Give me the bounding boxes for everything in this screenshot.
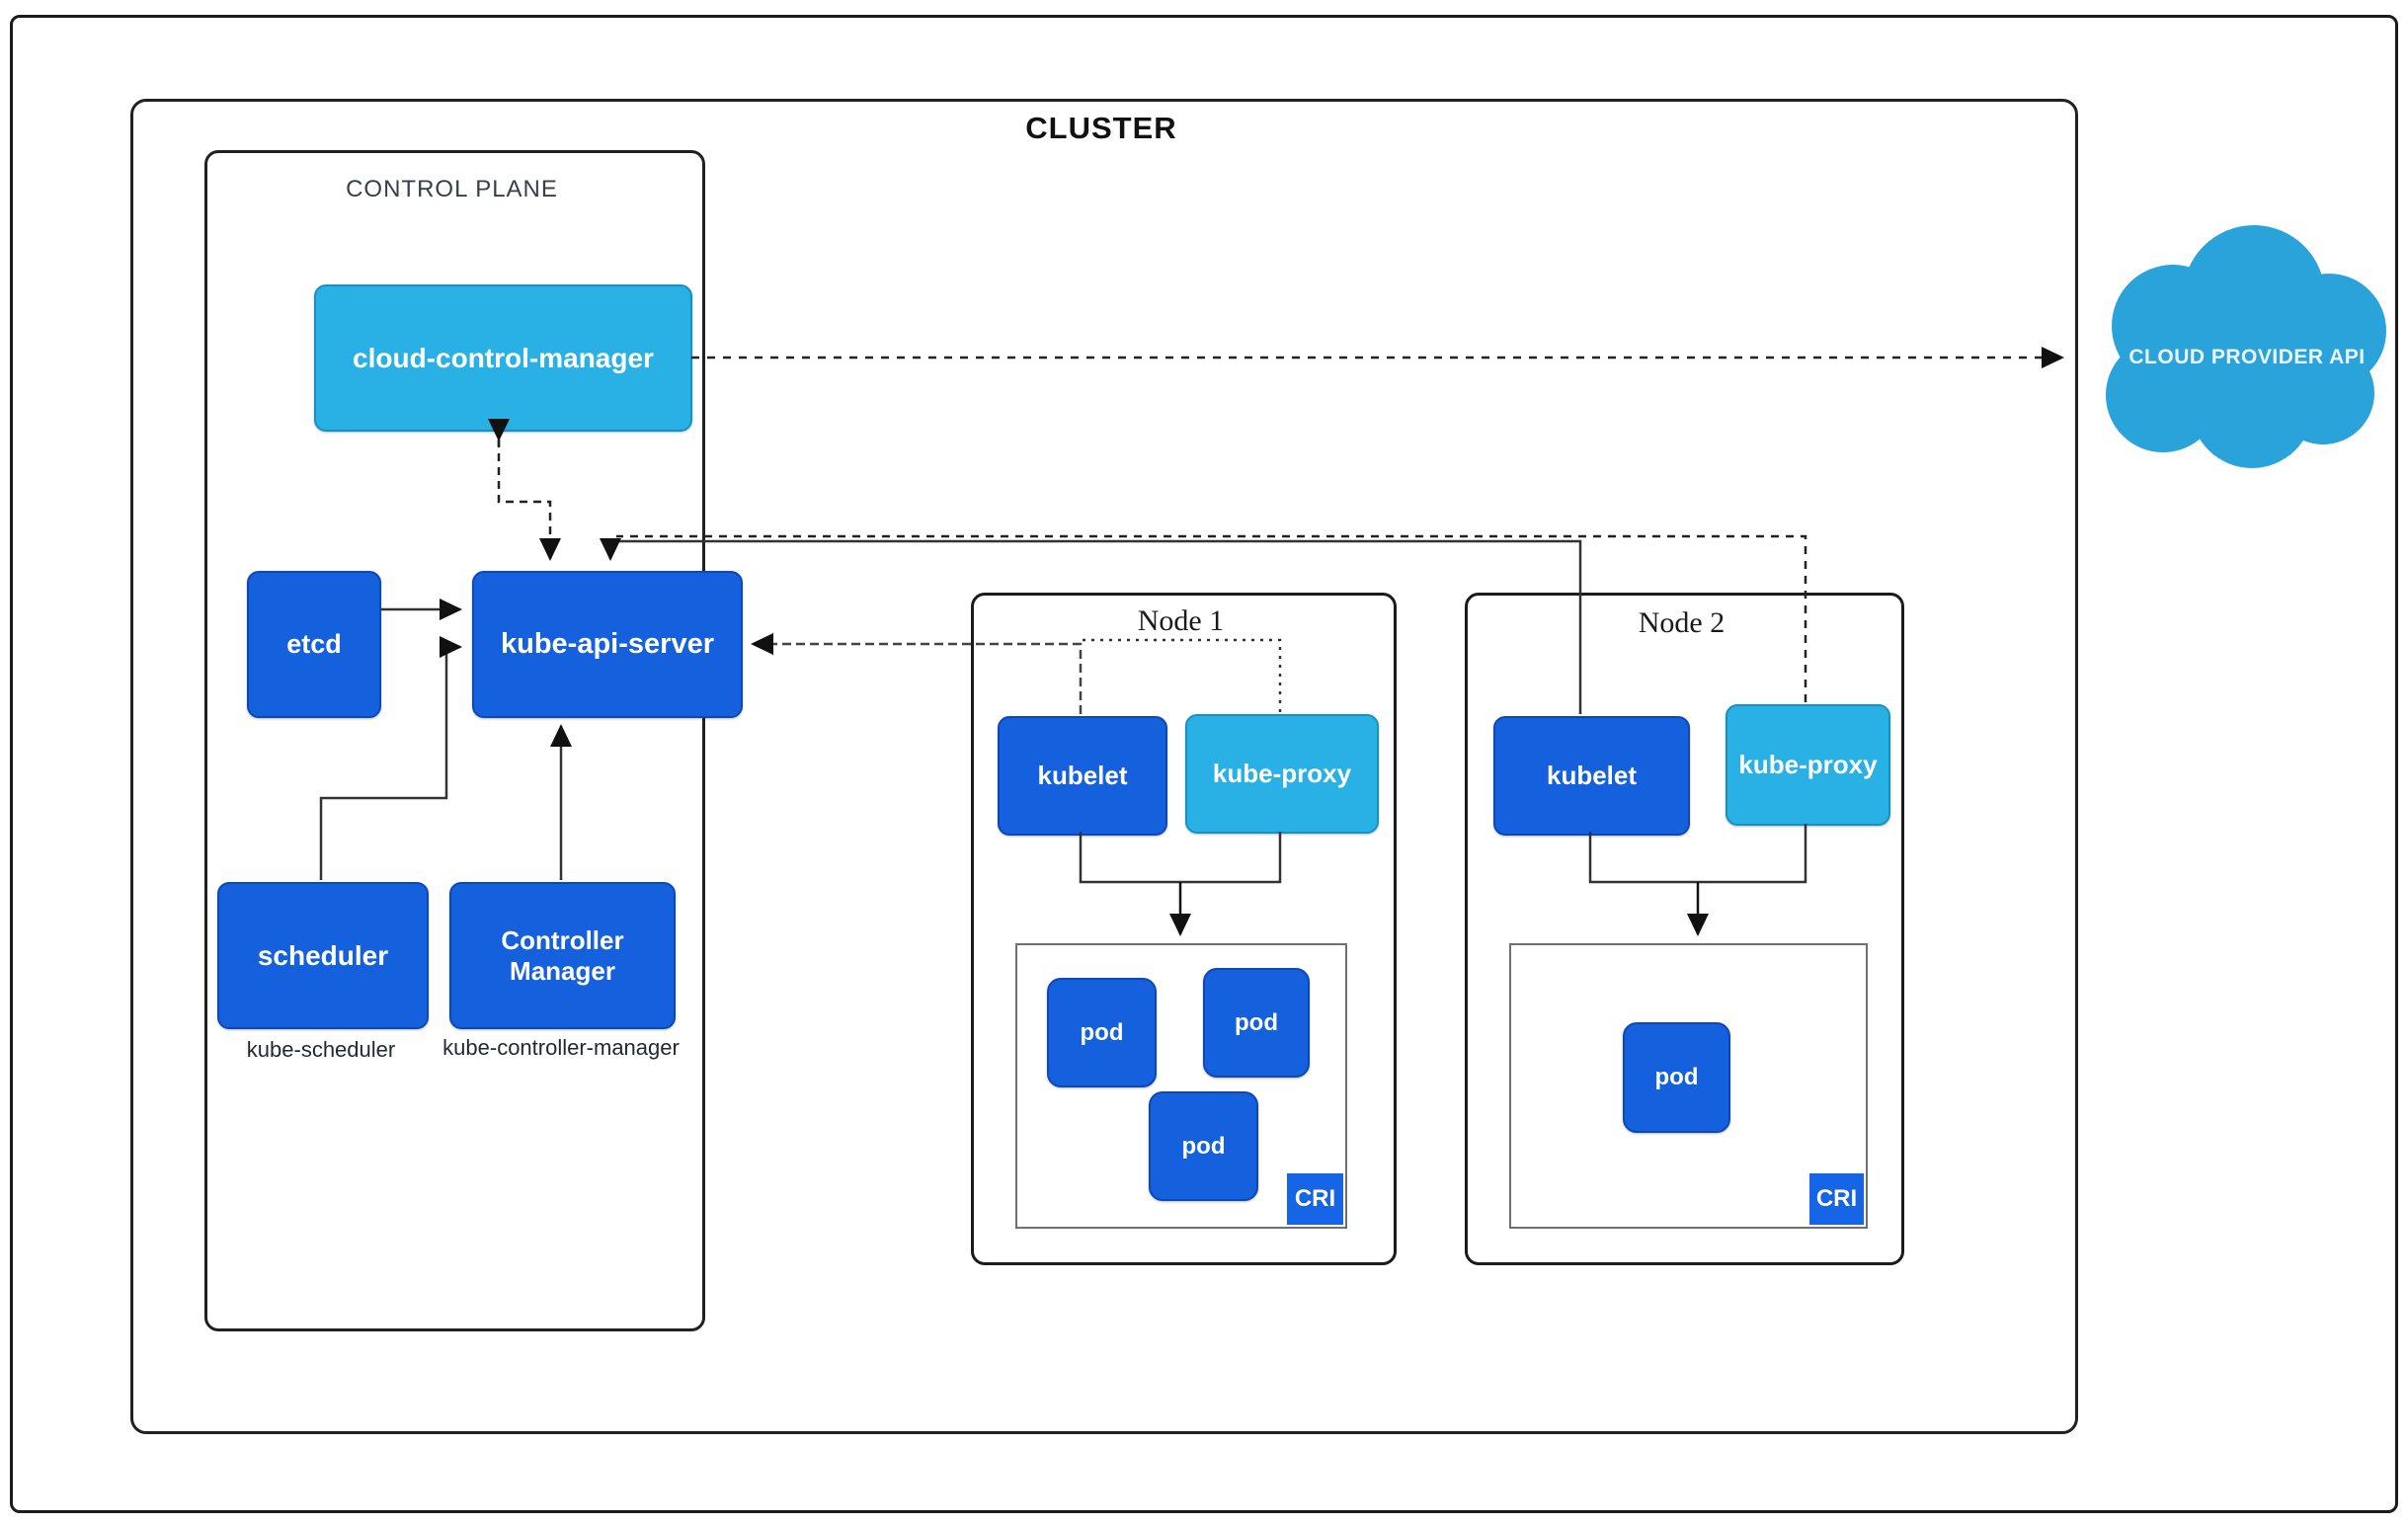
cloud-control-manager-box: cloud-control-manager (314, 284, 692, 432)
kube-controller-manager-sublabel: kube-controller-manager (442, 1035, 680, 1060)
control-plane-title: CONTROL PLANE (346, 176, 558, 202)
node2-cri-badge: CRI (1809, 1173, 1864, 1225)
node2-title: Node 2 (1638, 606, 1726, 639)
controller-manager-box: Controller Manager (449, 882, 676, 1029)
node2-kube-proxy-box: kube-proxy (1726, 704, 1890, 826)
node1-title: Node 1 (1137, 604, 1225, 637)
etcd-box: etcd (247, 571, 381, 718)
node1-kube-proxy-box: kube-proxy (1185, 714, 1379, 834)
node1-kubelet-box: kubelet (998, 716, 1167, 836)
node2-pod: pod (1623, 1022, 1730, 1133)
kube-api-server-box: kube-api-server (472, 571, 743, 718)
node1-pod: pod (1203, 968, 1310, 1078)
cluster-title: CLUSTER (1025, 111, 1177, 145)
control-plane-boundary (204, 150, 705, 1331)
node1-pod: pod (1047, 978, 1157, 1087)
node2-kubelet-box: kubelet (1493, 716, 1690, 836)
scheduler-box: scheduler (217, 882, 429, 1029)
kube-scheduler-sublabel: kube-scheduler (246, 1037, 396, 1062)
cloud-provider-api-label: CLOUD PROVIDER API (2128, 346, 2366, 369)
node1-cri-badge: CRI (1287, 1173, 1343, 1225)
page-border (10, 15, 2398, 1513)
cluster-boundary (130, 99, 2078, 1434)
node1-pod: pod (1149, 1091, 1258, 1201)
